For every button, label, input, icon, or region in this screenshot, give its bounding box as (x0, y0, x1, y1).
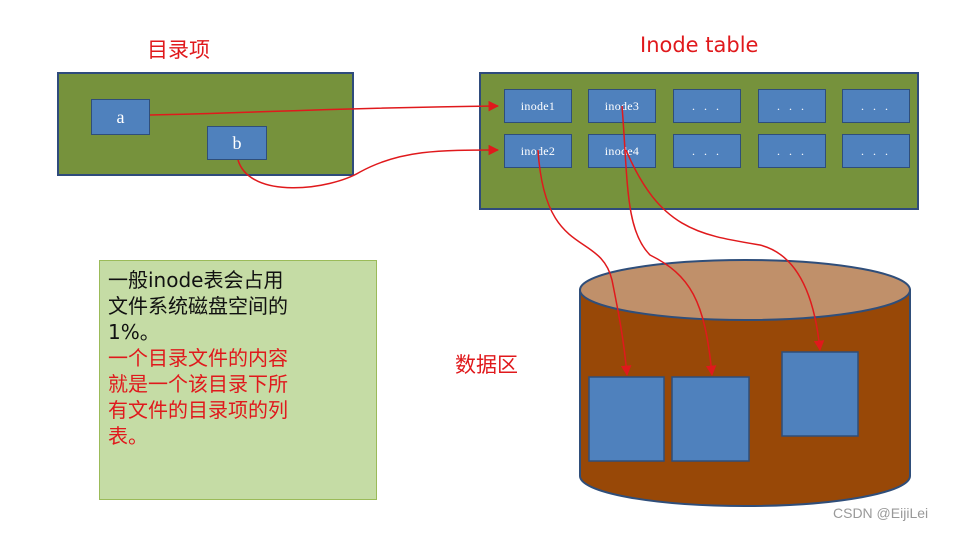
arrow-inode2-to-block (537, 149, 632, 377)
arrow-inode4-to-block (625, 149, 825, 352)
note-line: 1%。 (108, 320, 160, 344)
data-block (671, 376, 750, 462)
note-box: 一般inode表会占用 文件系统磁盘空间的 1%。 一个目录文件的内容 就是一个… (99, 260, 377, 500)
data-block (781, 351, 859, 437)
data-block (588, 376, 665, 462)
directory-panel (57, 72, 354, 176)
data-area-title: 数据区 (455, 353, 518, 377)
inode-table-title: Inode table (640, 33, 759, 57)
inode-cell-ellipsis: . . . (673, 134, 741, 168)
note-line-highlight: 有文件的目录项的列 (108, 398, 288, 422)
note-line-highlight: 一个目录文件的内容 (108, 346, 288, 370)
directory-entry-a: a (91, 99, 150, 135)
inode-cell-ellipsis: . . . (758, 134, 826, 168)
inode-cell: inode4 (588, 134, 656, 168)
note-line: 一般inode表会占用 (108, 268, 284, 292)
arrow-b-to-inode2 (237, 144, 500, 189)
inode-cell-ellipsis: . . . (758, 89, 826, 123)
arrow-a-to-inode1 (149, 100, 500, 116)
arrow-inode3-to-block (621, 105, 717, 377)
watermark: CSDN @EijiLei (833, 505, 929, 521)
inode-cell-ellipsis: . . . (842, 134, 910, 168)
inode-cell-ellipsis: . . . (673, 89, 741, 123)
directory-title: 目录项 (147, 38, 210, 62)
note-line-highlight: 就是一个该目录下所 (108, 372, 288, 396)
note-line: 文件系统磁盘空间的 (108, 294, 288, 318)
inode-cell: inode1 (504, 89, 572, 123)
directory-entry-b: b (207, 126, 267, 160)
note-line-highlight: 表。 (108, 424, 148, 448)
inode-cell-ellipsis: . . . (842, 89, 910, 123)
